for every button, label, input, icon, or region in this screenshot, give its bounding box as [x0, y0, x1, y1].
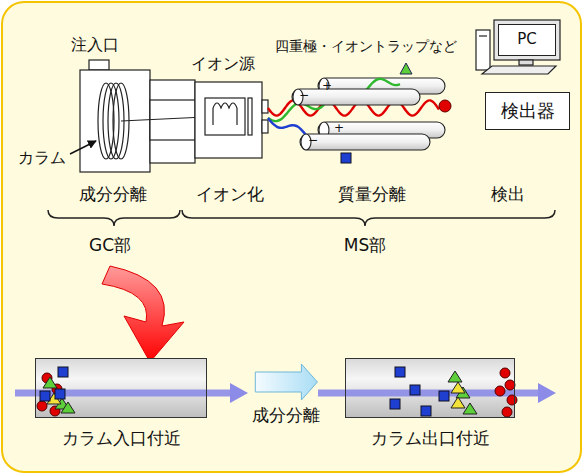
section-label: MS部 — [344, 236, 386, 256]
computer — [476, 20, 560, 74]
edge-label: 成分分離 — [252, 406, 320, 426]
gc-oven — [80, 60, 205, 172]
part-label: カラム — [18, 149, 66, 167]
section-label: GC部 — [89, 236, 131, 256]
ion-dot — [439, 100, 451, 112]
column-tube — [35, 358, 207, 418]
tube-caption: カラム出口付近 — [371, 429, 490, 449]
column-tube: カラム入口付近 — [35, 358, 207, 418]
pc-screen: PC — [498, 24, 556, 56]
quadrupole-rods — [292, 89, 430, 150]
process-arrow — [255, 364, 317, 400]
ms-brace — [182, 210, 555, 226]
part-label: 注入口 — [71, 36, 119, 54]
detector-box: 検出器 — [485, 92, 570, 130]
rod — [292, 89, 420, 105]
stage-label: 検出 — [491, 185, 525, 205]
tube-caption: カラム入口付近 — [62, 429, 181, 449]
box-label: PC — [517, 31, 537, 48]
polarity-sign: + — [334, 122, 344, 136]
box-label: 検出器 — [501, 101, 555, 122]
ion-source — [195, 82, 268, 158]
zoom-arrow — [102, 266, 184, 362]
stage-label: 質量分離 — [338, 185, 406, 205]
stage-label: 成分分離 — [79, 185, 147, 205]
polarity-sign: + — [322, 80, 332, 94]
polarity-sign: − — [299, 89, 309, 103]
column-tube: カラム出口付近 — [345, 358, 515, 418]
part-label: イオン源 — [191, 55, 255, 73]
rod — [300, 134, 430, 150]
stage-label: イオン化 — [196, 185, 264, 205]
column-leader — [70, 141, 96, 154]
ion-square — [341, 153, 351, 163]
part-label: 四重極・イオントラップなど — [275, 38, 457, 54]
polarity-sign: − — [308, 134, 318, 148]
gc-brace — [48, 210, 180, 226]
ion-triangle — [400, 63, 412, 74]
column-tube — [345, 358, 515, 418]
